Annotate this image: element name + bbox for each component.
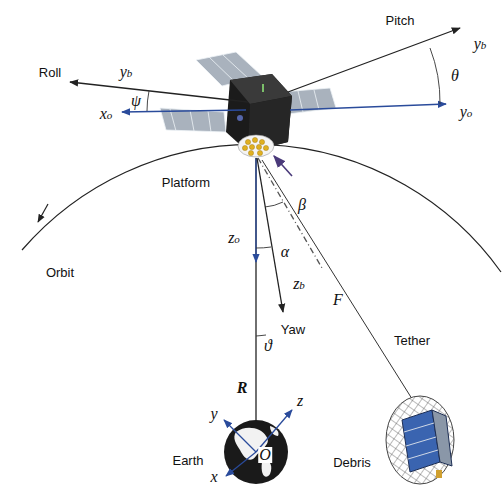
part-name: Orbit — [46, 266, 74, 279]
angle-symbol: ϑ — [264, 338, 272, 354]
origin-symbol: O — [258, 447, 272, 463]
axis-symbol: z — [297, 393, 303, 409]
vector-symbol: R — [237, 380, 248, 396]
debris-net — [386, 396, 454, 484]
axis-symbol: zo — [228, 230, 240, 246]
earth-globe — [224, 420, 288, 484]
part-name: Tether — [394, 334, 430, 347]
earth-axes — [224, 410, 292, 476]
angle-symbol: ψ — [131, 93, 141, 109]
axis-symbol: yb — [120, 64, 133, 80]
orbit-arc — [22, 144, 501, 272]
axis-symbol: yo — [460, 104, 473, 120]
axis-symbol: yb — [474, 36, 487, 52]
angle-symbol: α — [281, 244, 289, 260]
angle-arc — [147, 48, 440, 336]
part-name: Platform — [162, 176, 210, 189]
body-axes — [70, 28, 460, 440]
axis-symbol: zb — [293, 276, 305, 292]
platform-body — [226, 74, 292, 157]
axis-name: Yaw — [281, 323, 305, 336]
axis-name: Roll — [39, 66, 61, 79]
part-name: Earth — [172, 454, 203, 467]
axis-symbol: x — [210, 469, 217, 485]
angle-symbol: θ — [451, 68, 459, 84]
force-symbol: F — [333, 292, 343, 308]
part-name: Debris — [333, 456, 371, 469]
axis-symbol: y — [210, 406, 217, 422]
angle-symbol: β — [298, 197, 306, 213]
axis-name: Pitch — [386, 14, 415, 27]
axis-symbol: xo — [100, 106, 113, 122]
